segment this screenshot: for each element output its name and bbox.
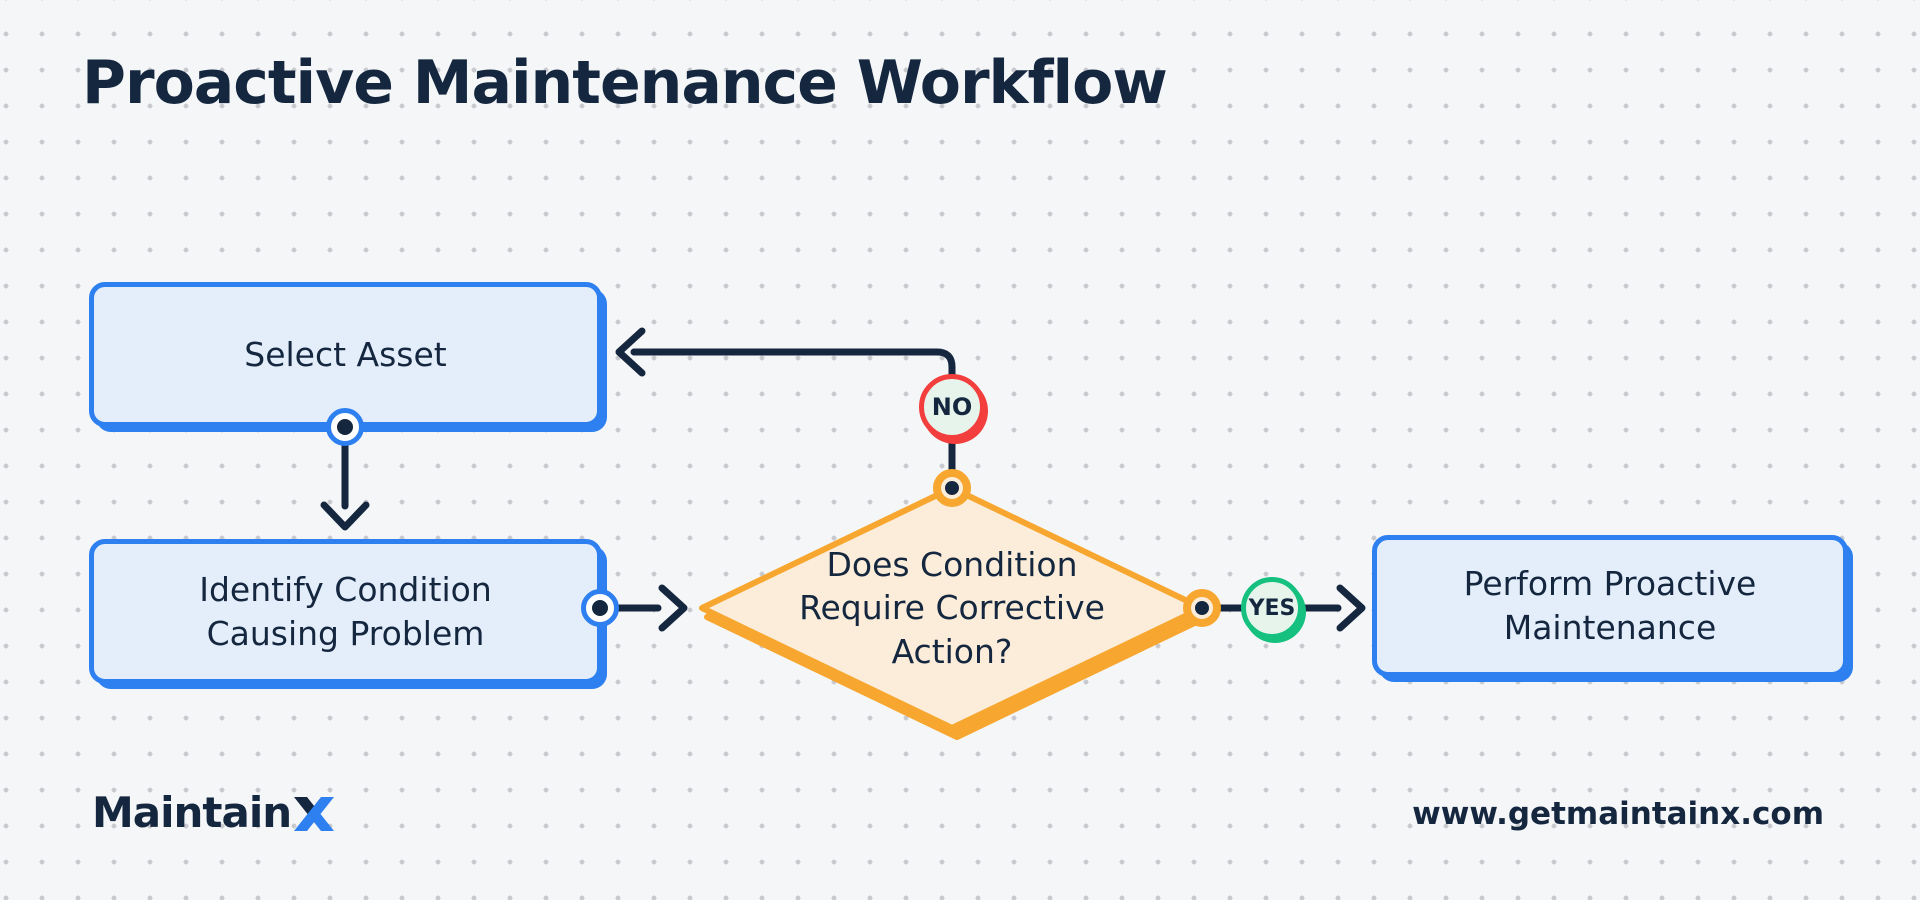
brand-x-icon xyxy=(294,797,335,831)
node-label: Select Asset xyxy=(244,334,447,374)
flow-node-perform-maintenance: Perform Proactive Maintenance xyxy=(1372,535,1848,677)
edge-select-to-identify xyxy=(320,442,370,531)
arrow-right-icon xyxy=(1336,584,1366,632)
connector-identify-right xyxy=(581,589,619,627)
edge-badge-no: NO xyxy=(919,374,985,440)
arrow-right-icon xyxy=(658,584,688,632)
brand-logo: Maintain xyxy=(92,788,335,837)
edge-badge-yes: YES xyxy=(1241,577,1303,639)
no-label: NO xyxy=(931,393,973,421)
flow-node-identify-condition: Identify Condition Causing Problem xyxy=(89,539,602,684)
decision-diamond xyxy=(699,485,1210,740)
node-label: Identify Condition Causing Problem xyxy=(199,569,492,653)
edge-no-return xyxy=(615,327,956,492)
brand-wordmark: Maintain xyxy=(92,788,292,837)
connector-decision-right xyxy=(1183,589,1221,627)
connector-decision-top xyxy=(933,469,971,507)
arrow-left-icon xyxy=(615,327,646,377)
connector-select-bottom xyxy=(326,408,364,446)
page-title: Proactive Maintenance Workflow xyxy=(82,48,1168,118)
flow-node-select-asset: Select Asset xyxy=(89,282,602,427)
flow-node-decision-label: Does Condition Require Corrective Action… xyxy=(799,544,1105,671)
yes-label: YES xyxy=(1248,595,1296,621)
arrow-down-icon xyxy=(320,501,370,531)
website-url: www.getmaintainx.com xyxy=(1412,796,1824,832)
node-label: Perform Proactive Maintenance xyxy=(1463,564,1757,647)
